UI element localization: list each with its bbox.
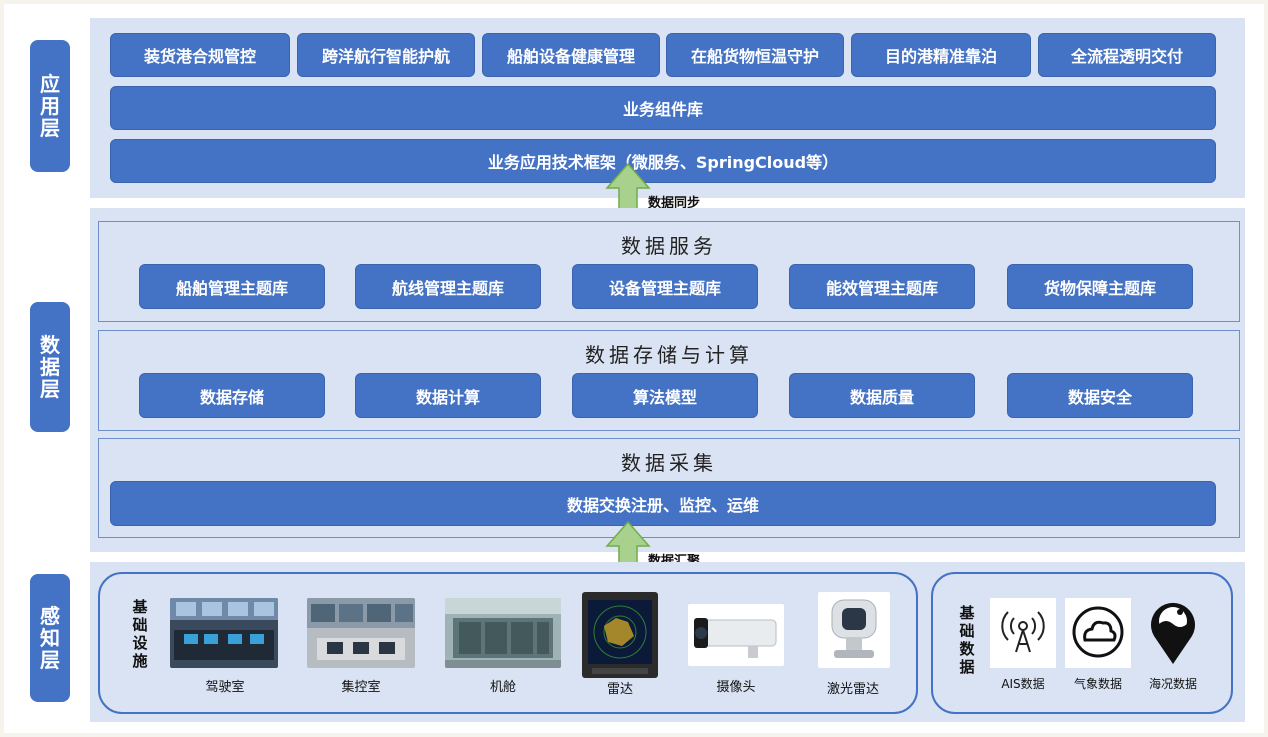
layer-tag-application: 应用层 bbox=[30, 40, 70, 172]
app-item-6: 全流程透明交付 bbox=[1038, 33, 1216, 77]
app-item-5: 目的港精准靠泊 bbox=[851, 33, 1031, 77]
business-app-framework: 业务应用技术框架（微服务、SpringCloud等） bbox=[110, 139, 1216, 183]
storage-item-1: 数据存储 bbox=[139, 373, 325, 418]
ais-caption: AIS数据 bbox=[983, 675, 1063, 692]
app-item-2: 跨洋航行智能护航 bbox=[297, 33, 475, 77]
lidar-icon bbox=[818, 592, 890, 668]
sea-state-pin-icon bbox=[1140, 594, 1206, 668]
layer-tag-sensing: 感知层 bbox=[30, 574, 70, 702]
engine-room-photo bbox=[445, 598, 561, 668]
facility-radar: 雷达 bbox=[582, 592, 658, 696]
infrastructure-label: 基础设施 bbox=[131, 598, 149, 670]
facility-camera: 摄像头 bbox=[688, 598, 784, 694]
service-item-2: 航线管理主题库 bbox=[355, 264, 541, 309]
service-item-5: 货物保障主题库 bbox=[1007, 264, 1193, 309]
storage-item-5: 数据安全 bbox=[1007, 373, 1193, 418]
facility-caption-engine-room: 机舱 bbox=[445, 676, 561, 695]
radar-photo bbox=[582, 592, 658, 678]
weather-tile bbox=[1065, 598, 1131, 668]
data-collect-title: 数据采集 bbox=[99, 447, 1239, 476]
facility-caption-camera: 摄像头 bbox=[688, 676, 784, 695]
storage-item-2: 数据计算 bbox=[355, 373, 541, 418]
service-item-3: 设备管理主题库 bbox=[572, 264, 758, 309]
facility-engine-room: 机舱 bbox=[445, 598, 561, 694]
data-exchange-bar: 数据交换注册、监控、运维 bbox=[110, 481, 1216, 526]
app-item-4: 在船货物恒温守护 bbox=[666, 33, 844, 77]
ais-tile bbox=[990, 598, 1056, 668]
app-item-3: 船舶设备健康管理 bbox=[482, 33, 660, 77]
layer-tag-data: 数据层 bbox=[30, 302, 70, 432]
camera-icon bbox=[688, 604, 784, 666]
bridge-photo bbox=[170, 598, 278, 668]
app-item-1: 装货港合规管控 bbox=[110, 33, 290, 77]
facility-lidar: 激光雷达 bbox=[810, 592, 896, 696]
storage-item-4: 数据质量 bbox=[789, 373, 975, 418]
facility-caption-lidar: 激光雷达 bbox=[810, 678, 896, 697]
business-component-library: 业务组件库 bbox=[110, 86, 1216, 130]
data-service-title: 数据服务 bbox=[99, 230, 1239, 259]
data-storage-title: 数据存储与计算 bbox=[99, 339, 1239, 368]
service-item-4: 能效管理主题库 bbox=[789, 264, 975, 309]
facility-control-room: 集控室 bbox=[307, 598, 415, 694]
storage-item-3: 算法模型 bbox=[572, 373, 758, 418]
facility-caption-control-room: 集控室 bbox=[307, 676, 415, 695]
basic-data-label: 基础数据 bbox=[958, 604, 976, 676]
weather-caption: 气象数据 bbox=[1058, 675, 1138, 692]
ais-icon bbox=[990, 598, 1056, 668]
facility-caption-bridge: 驾驶室 bbox=[170, 676, 280, 695]
facility-caption-radar: 雷达 bbox=[582, 678, 658, 697]
control-room-photo bbox=[307, 598, 415, 668]
service-item-1: 船舶管理主题库 bbox=[139, 264, 325, 309]
cloud-icon bbox=[1065, 598, 1131, 668]
facility-bridge: 驾驶室 bbox=[170, 598, 280, 694]
sea-state-tile bbox=[1140, 594, 1206, 664]
sea-state-caption: 海况数据 bbox=[1133, 675, 1213, 692]
